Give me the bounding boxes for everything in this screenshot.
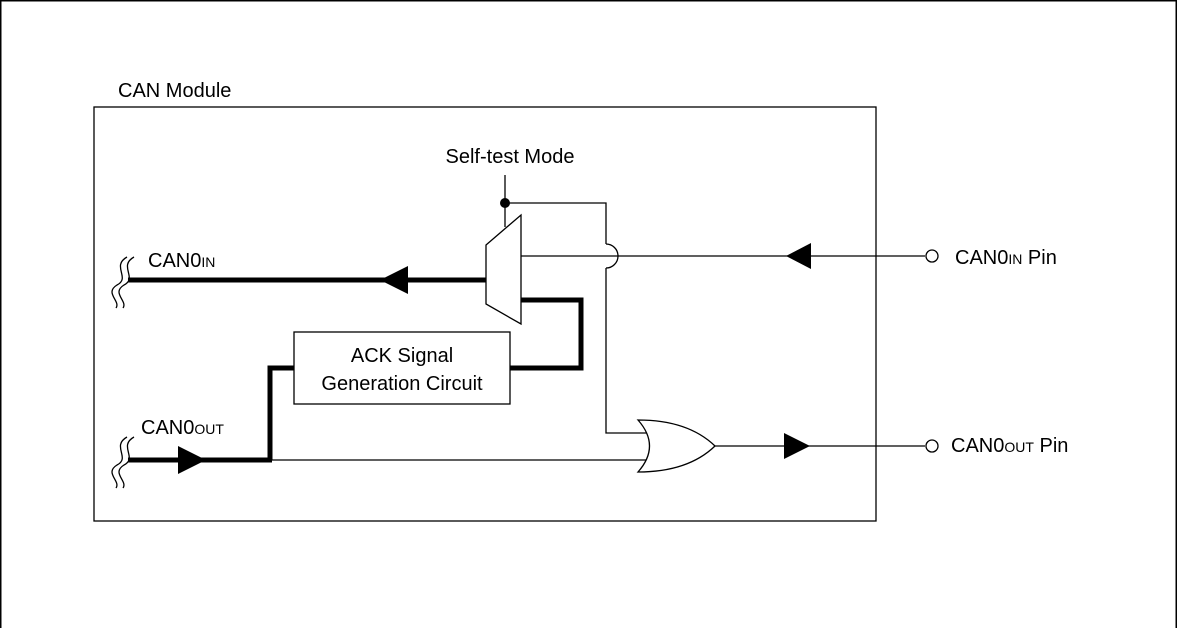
self-test-to-or-line (505, 202, 607, 244)
can0in-pin-arrow (786, 243, 811, 269)
can-module-title: CAN Module (118, 80, 231, 102)
can0in-signal-label: CAN0IN (148, 250, 215, 272)
self-test-mode-label: Self-test Mode (446, 146, 575, 168)
can0in-pin-terminal (925, 249, 939, 263)
can0in-break-icon (111, 256, 135, 309)
can0out-break-icon (111, 436, 135, 489)
mux-to-ack-line (510, 297, 584, 371)
multiplexer (485, 213, 522, 326)
can-module-box (93, 106, 877, 522)
ack-to-can0out-line (267, 365, 294, 460)
can0out-signal-arrow (178, 446, 206, 474)
can0in-signal-arrow (380, 266, 408, 294)
or-gate (636, 419, 716, 473)
ack-box-label-line2: Generation Circuit (321, 373, 483, 395)
ack-box-label-line1: ACK Signal (351, 345, 453, 367)
can0out-pin-label: CAN0OUT Pin (951, 435, 1068, 457)
can0out-pin-arrow (784, 433, 810, 459)
can0in-pin-label: CAN0IN Pin (955, 247, 1057, 269)
can0out-pin-terminal (925, 439, 939, 453)
ack-signal-generation-circuit (293, 331, 511, 405)
self-test-to-or-line-lower (605, 268, 650, 434)
can0out-signal-label: CAN0OUT (141, 417, 224, 439)
